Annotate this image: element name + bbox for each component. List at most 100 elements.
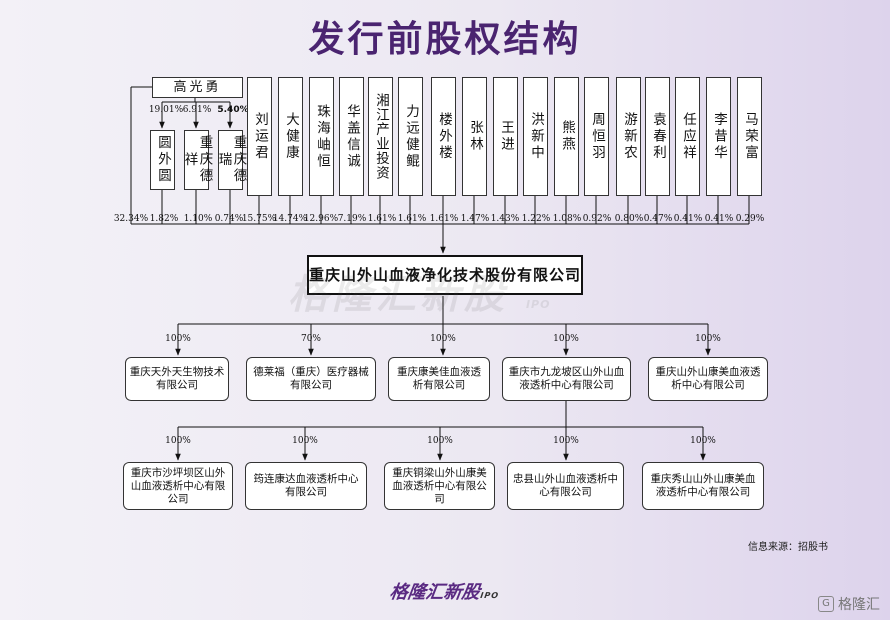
shareholder-pct: 0.92% [582, 214, 612, 224]
root-direct-pct: 32.34% [113, 214, 149, 224]
sub-subsidiary-name: 重庆秀山山外山康美血液透析中心有限公司 [650, 473, 756, 498]
shareholder-box: 熊燕 [554, 77, 579, 196]
shareholder-pct: 1.22% [521, 214, 551, 224]
shareholder-name: 湘江产业投资 [373, 93, 389, 180]
footer-logo: 格隆汇新股IPO [388, 578, 501, 604]
shareholder-pct: 0.47% [643, 214, 673, 224]
sub-subsidiary-box: 重庆秀山山外山康美血液透析中心有限公司 [642, 462, 764, 510]
sub-subsidiary-name: 重庆铜梁山外山康美血液透析中心有限公司 [392, 466, 487, 505]
branch-pct: 6.91% [182, 105, 212, 115]
shareholder-pct: 0.41% [673, 214, 703, 224]
shareholder-pct: 0.80% [614, 214, 644, 224]
subsidiary-box: 重庆市九龙坡区山外山血液透析中心有限公司 [502, 357, 631, 401]
source-note: 信息来源：招股书 [748, 542, 828, 553]
shareholder-name: 任应祥 [680, 111, 696, 162]
shareholder-name: 熊燕 [559, 120, 575, 153]
sub-subsidiary-pct: 100% [292, 436, 318, 446]
company-box: 重庆山外山血液净化技术股份有限公司 [307, 255, 583, 295]
shareholder-box: 珠海岫恒 [309, 77, 334, 196]
shareholder-box: 洪新中 [523, 77, 548, 196]
branch-entity-name: 重庆德祥 [181, 135, 213, 185]
shareholder-box: 袁春利 [645, 77, 670, 196]
sub-subsidiary-pct: 100% [165, 436, 191, 446]
sub-subsidiary-box: 筠连康达血液透析中心有限公司 [245, 462, 367, 510]
shareholder-pct: 1.61% [397, 214, 427, 224]
sub-subsidiary-name: 忠县山外山血液透析中心有限公司 [513, 473, 618, 498]
subsidiary-pct: 100% [165, 334, 191, 344]
subsidiary-box: 重庆天外天生物技术有限公司 [125, 357, 229, 401]
sub-subsidiary-pct: 100% [427, 436, 453, 446]
shareholder-pct: 1.61% [429, 214, 459, 224]
subsidiary-pct: 100% [430, 334, 456, 344]
shareholder-box: 李昔华 [706, 77, 731, 196]
subsidiary-pct: 100% [695, 334, 721, 344]
shareholder-name: 华盖信诚 [344, 103, 360, 170]
subsidiary-name: 重庆康美佳血液透析有限公司 [397, 366, 481, 391]
company-name: 重庆山外山血液净化技术股份有限公司 [309, 266, 582, 284]
subsidiary-name: 重庆市九龙坡区山外山血液透析中心有限公司 [508, 366, 625, 391]
subsidiary-pct: 100% [553, 334, 579, 344]
sub-subsidiary-name: 筠连康达血液透析中心有限公司 [253, 473, 359, 498]
subsidiary-box: 重庆山外山康美血液透析中心有限公司 [648, 357, 768, 401]
shareholder-name: 大健康 [283, 111, 299, 162]
page-title: 发行前股权结构 [308, 19, 582, 60]
shareholder-pct: 7.19% [337, 214, 367, 224]
corner-logo: G 格隆汇 [818, 594, 880, 614]
shareholder-box: 大健康 [278, 77, 303, 196]
branch-company-pct: 0.74% [214, 214, 244, 224]
subsidiary-name: 德莱福（重庆）医疗器械有限公司 [253, 366, 369, 391]
subsidiary-name: 重庆天外天生物技术有限公司 [129, 366, 225, 391]
shareholder-name: 力远健鲲 [403, 103, 419, 170]
branch-entity-name: 圆外圆 [155, 135, 171, 185]
subsidiary-box: 重庆康美佳血液透析有限公司 [388, 357, 490, 401]
branch-entity-box: 重庆德祥 [181, 130, 213, 190]
shareholder-name: 袁春利 [650, 111, 666, 162]
branch-pct: 19.01% [148, 105, 184, 115]
footer-logo-text: 格隆汇新股 [388, 582, 482, 603]
shareholder-pct: 1.43% [490, 214, 520, 224]
sub-subsidiary-pct: 100% [553, 436, 579, 446]
shareholder-name: 刘运君 [252, 111, 268, 162]
shareholder-pct: 1.61% [367, 214, 397, 224]
shareholder-name: 楼外楼 [436, 111, 452, 162]
shareholder-box: 华盖信诚 [339, 77, 364, 196]
root-shareholder-box: 高光勇 [152, 77, 243, 98]
sub-subsidiary-box: 忠县山外山血液透析中心有限公司 [507, 462, 624, 510]
shareholder-box: 马荣富 [737, 77, 762, 196]
sub-subsidiary-pct: 100% [690, 436, 716, 446]
shareholder-name: 珠海岫恒 [314, 103, 330, 170]
shareholder-name: 周恒羽 [589, 111, 605, 162]
shareholder-pct: 12.96% [303, 214, 339, 224]
logo-icon: G [818, 596, 834, 612]
shareholder-pct: 1.47% [460, 214, 490, 224]
subsidiary-pct: 70% [300, 334, 321, 344]
branch-pct: 5.40% [217, 105, 249, 115]
sub-subsidiary-name: 重庆市沙坪坝区山外山血液透析中心有限公司 [130, 466, 226, 505]
branch-entity-name: 重庆德瑞 [215, 135, 247, 185]
shareholder-pct: 1.08% [552, 214, 582, 224]
shareholder-name: 游新农 [621, 111, 637, 162]
corner-logo-text: 格隆汇 [838, 597, 880, 613]
shareholder-name: 李昔华 [711, 111, 727, 162]
shareholder-box: 楼外楼 [431, 77, 456, 196]
shareholder-pct: 0.29% [735, 214, 765, 224]
footer-logo-ipo: IPO [479, 591, 500, 600]
sub-subsidiary-box: 重庆铜梁山外山康美血液透析中心有限公司 [384, 462, 495, 510]
shareholder-name: 王进 [498, 120, 514, 153]
shareholder-name: 洪新中 [528, 111, 544, 162]
branch-entity-box: 重庆德瑞 [215, 130, 247, 190]
shareholder-box: 力远健鲲 [398, 77, 423, 196]
shareholder-box: 游新农 [616, 77, 641, 196]
shareholder-name: 马荣富 [742, 111, 758, 162]
shareholder-pct: 15.75% [241, 214, 277, 224]
subsidiary-name: 重庆山外山康美血液透析中心有限公司 [655, 366, 761, 391]
branch-entity-box: 圆外圆 [150, 130, 175, 190]
shareholder-box: 刘运君 [247, 77, 272, 196]
shareholder-box: 湘江产业投资 [368, 77, 393, 196]
shareholder-pct: 14.74% [272, 214, 308, 224]
shareholder-box: 任应祥 [675, 77, 700, 196]
subsidiary-box: 德莱福（重庆）医疗器械有限公司 [246, 357, 376, 401]
shareholder-box: 周恒羽 [584, 77, 609, 196]
root-shareholder-name: 高光勇 [173, 80, 222, 95]
